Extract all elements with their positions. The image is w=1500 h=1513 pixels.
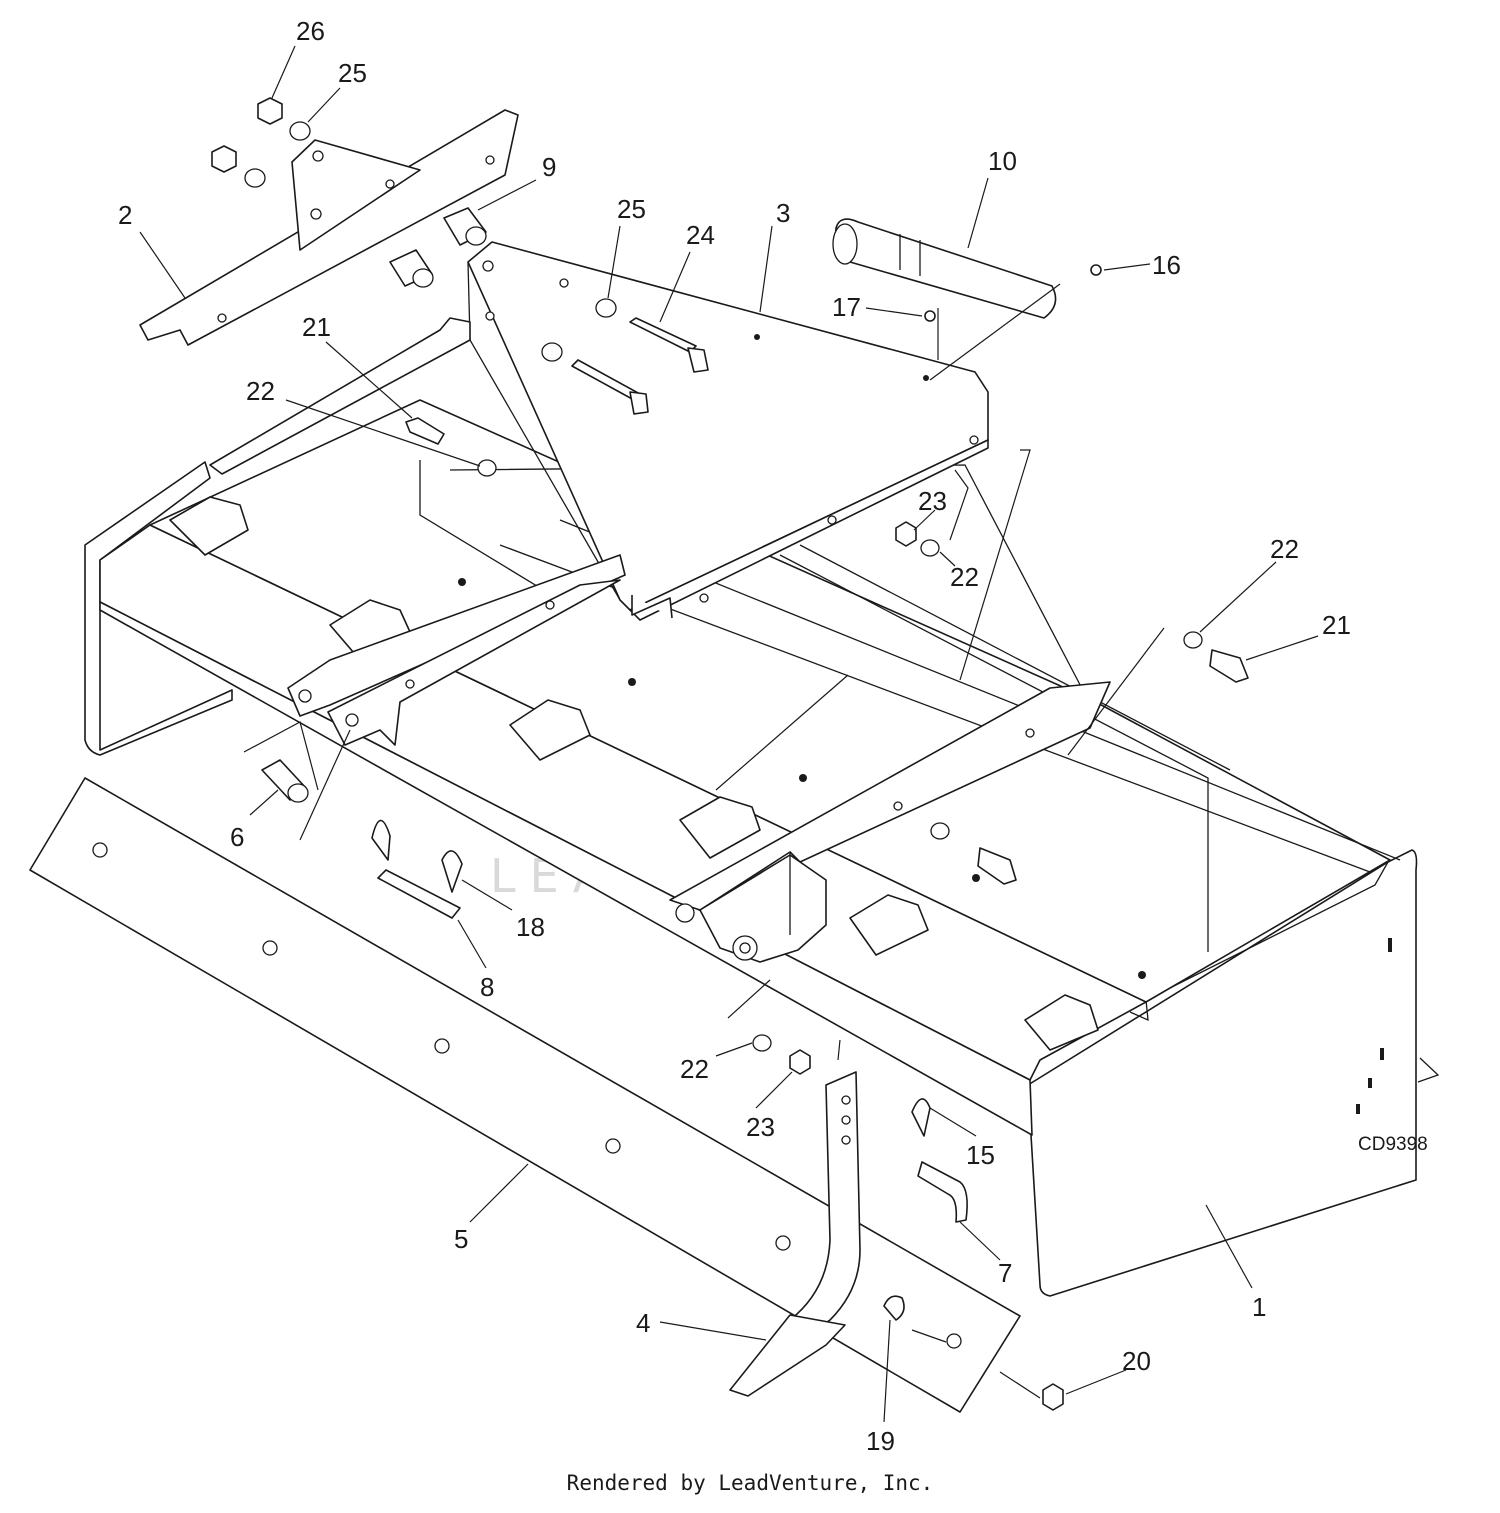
right-lower-arm: [669, 681, 1111, 963]
part-10-hitch-pin: [832, 218, 1057, 319]
callout-25: 25: [617, 194, 646, 224]
part-22-washer: [920, 539, 940, 557]
part-22-washer: [1183, 631, 1203, 649]
part-25-washers: [244, 121, 617, 362]
part-21-bolt-right: [1209, 649, 1249, 683]
callout-23: 23: [918, 486, 947, 516]
part-23-nut: [895, 521, 917, 547]
callout-22: 22: [680, 1054, 709, 1084]
callout-2: 2: [118, 200, 132, 230]
callout-8: 8: [480, 972, 494, 1002]
part-17-nut: [924, 310, 936, 322]
part-16-bolt: [1090, 264, 1102, 276]
part-6-bushing: [261, 759, 309, 803]
part-9-bushings: [389, 207, 487, 288]
part-18-clip: [441, 850, 463, 893]
part-21-bolt-left: [405, 417, 445, 445]
leader-lines: [139, 45, 1319, 1423]
callout-10: 10: [988, 146, 1017, 176]
part-23-nut: [789, 1049, 811, 1075]
callout-3: 3: [776, 198, 790, 228]
part-1-box-frame: [84, 399, 1440, 1297]
part-15-clip: [911, 1098, 931, 1137]
callout-26: 26: [296, 16, 325, 46]
part-2-top-link-bracket: [139, 109, 519, 346]
callout-22: 22: [246, 376, 275, 406]
callout-15: 15: [966, 1140, 995, 1170]
callout-5: 5: [454, 1224, 468, 1254]
part-3-a-frame-plate: [467, 241, 989, 621]
part-5-cutting-edge: [29, 777, 1021, 1413]
part-19-carriage-bolt: [883, 1295, 905, 1321]
part-26-nuts: [211, 97, 283, 173]
callout-9: 9: [542, 152, 556, 182]
callout-17: 17: [832, 292, 861, 322]
callout-18: 18: [516, 912, 545, 942]
callout-22: 22: [1270, 534, 1299, 564]
callout-22: 22: [950, 562, 979, 592]
part-7-pin: [917, 1161, 968, 1223]
part-22-washer: [930, 822, 950, 840]
diagram-code: CD9398: [1358, 1134, 1428, 1155]
callout-16: 16: [1152, 250, 1181, 280]
left-lower-arm: [209, 317, 626, 746]
callout-25: 25: [338, 58, 367, 88]
callout-7: 7: [998, 1258, 1012, 1288]
part-22-washer: [477, 459, 497, 477]
part-22-washer: [752, 1034, 772, 1052]
callout-labels: 26 25 2 9 25 24 3 10 16 17 21 22 23 22 2…: [118, 16, 1428, 1456]
part-20-nut: [1042, 1383, 1064, 1411]
callout-21: 21: [302, 312, 331, 342]
callout-4: 4: [636, 1308, 650, 1338]
part-8-pin: [377, 869, 461, 919]
part-4-scarifier-shank: [729, 1071, 861, 1397]
callout-21: 21: [1322, 610, 1351, 640]
bolt-right-arm: [977, 847, 1017, 885]
callout-24: 24: [686, 220, 715, 250]
callout-23: 23: [746, 1112, 775, 1142]
callout-20: 20: [1122, 1346, 1151, 1376]
credit-line: Rendered by LeadVenture, Inc.: [566, 1471, 934, 1495]
part-24-bolts: [571, 317, 709, 415]
callout-1: 1: [1252, 1292, 1266, 1322]
callout-19: 19: [866, 1426, 895, 1456]
callout-6: 6: [230, 822, 244, 852]
part-18-clip: [371, 819, 391, 861]
